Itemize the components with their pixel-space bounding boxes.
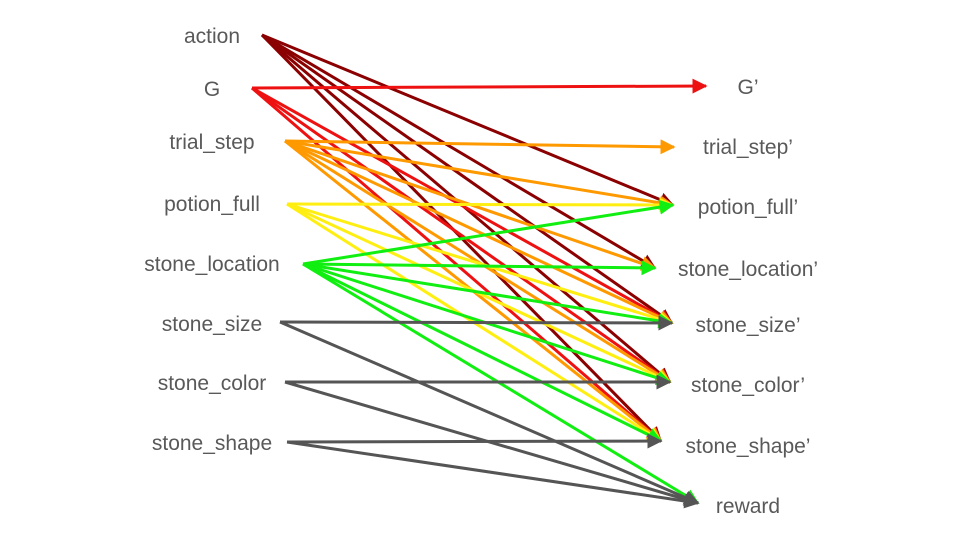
edge-stone_location-to-stone_shape_next xyxy=(302,262,663,443)
edge-stone_location-to-stone_location_next xyxy=(302,260,657,276)
node-label-potion-full: potion_full xyxy=(164,193,260,216)
node-label-action: action xyxy=(184,25,240,48)
edge-potion_full-to-stone_size_next xyxy=(286,202,674,327)
edge-stone_location-to-stone_size_next xyxy=(302,262,674,329)
edge-trial_step-to-stone_size_next xyxy=(284,139,674,325)
edge-action-to-stone_size_next xyxy=(261,33,674,325)
edge-trial_step-to-potion_full_next xyxy=(284,139,675,211)
edge-stone_size-to-stone_size_next xyxy=(279,315,674,331)
edge-action-to-potion_full_next xyxy=(261,33,675,207)
edge-stone_location-to-potion_full_next xyxy=(302,199,675,266)
edge-stone_shape-to-stone_shape_next xyxy=(286,433,663,449)
edge-potion_full-to-potion_full_next xyxy=(286,197,675,213)
edges-layer xyxy=(251,33,708,509)
node-label-potion-full-next: potion_full’ xyxy=(698,196,798,219)
node-label-stone-location: stone_location xyxy=(144,253,279,276)
node-label-G: G xyxy=(204,78,220,101)
edge-stone_shape-to-reward xyxy=(286,440,700,509)
node-label-stone-shape: stone_shape xyxy=(152,432,272,455)
node-label-trial-step: trial_step xyxy=(169,131,254,154)
node-label-stone-color: stone_color xyxy=(158,372,267,395)
edge-G-to-G_next xyxy=(251,78,708,94)
node-label-stone-size: stone_size xyxy=(162,313,262,336)
node-label-trial-step-next: trial_step’ xyxy=(703,136,793,159)
node-label-stone-shape-next: stone_shape’ xyxy=(686,435,811,458)
edge-stone_size-to-reward xyxy=(279,320,700,505)
node-label-G-next: G’ xyxy=(738,76,759,99)
node-label-stone-size-next: stone_size’ xyxy=(695,314,800,337)
edge-G-to-stone_color_next xyxy=(251,86,672,384)
node-label-reward: reward xyxy=(716,495,780,518)
labels-layer: action G trial_step potion_full stone_lo… xyxy=(144,25,818,518)
node-label-stone-color-next: stone_color’ xyxy=(691,374,805,397)
edge-action-to-stone_location_next xyxy=(261,33,657,270)
node-label-stone-location-next: stone_location’ xyxy=(678,258,818,281)
edge-trial_step-to-trial_step_next xyxy=(284,139,676,155)
